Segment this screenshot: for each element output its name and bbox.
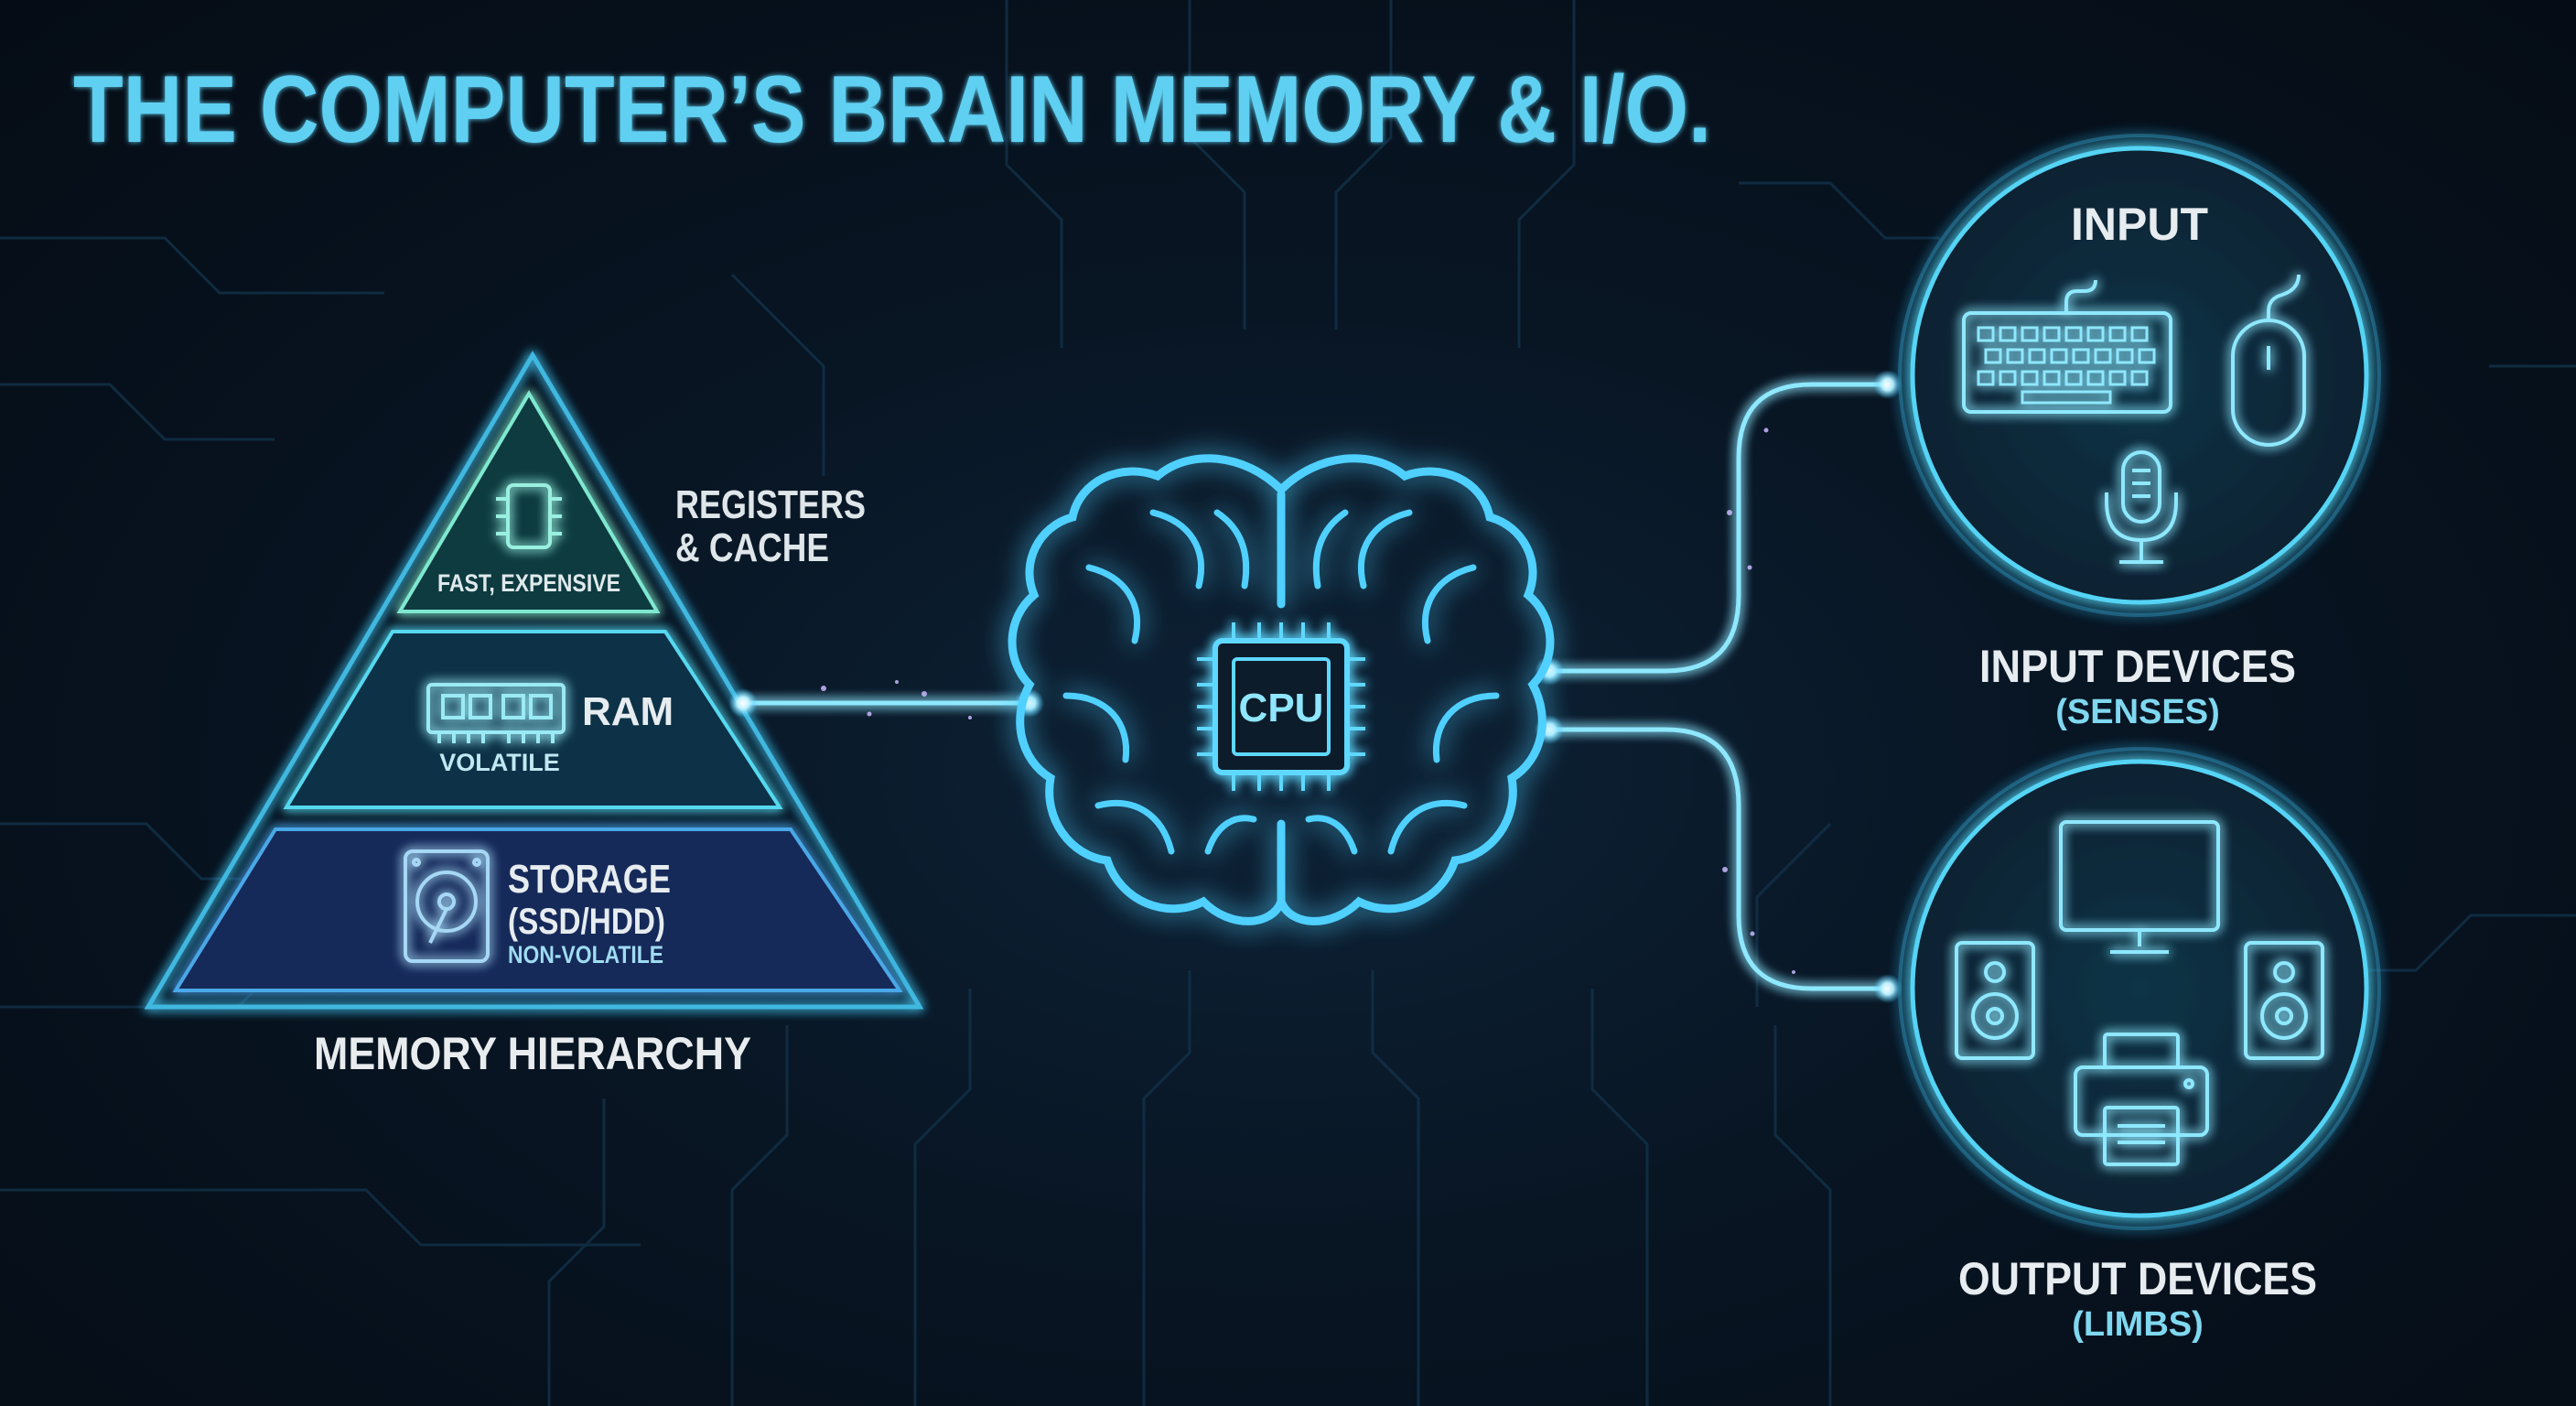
connectors — [743, 382, 1888, 991]
output-devices-subcaption: (LIMBS) — [2072, 1305, 2204, 1344]
registers-note: FAST, EXPENSIVE — [437, 569, 620, 597]
sparkles — [821, 427, 1795, 974]
cpu-label: CPU — [1239, 686, 1324, 730]
endpoint-dot — [1873, 370, 1902, 399]
storage-label-line1: STORAGE — [508, 857, 671, 902]
output-circle — [1898, 747, 2381, 1230]
ram-icon — [426, 683, 566, 743]
cpu-input-link — [1549, 382, 1888, 674]
registers-label-line2: & CACHE — [675, 525, 829, 570]
brain-icon — [1008, 454, 1555, 925]
input-heading: INPUT — [2071, 199, 2208, 250]
speaker-icon — [1955, 941, 2035, 1060]
pyramid-outline — [144, 351, 924, 1010]
input-devices-subcaption: (SENSES) — [2055, 693, 2219, 731]
mouse-icon — [2231, 274, 2306, 447]
storage-note: NON-VOLATILE — [508, 941, 663, 968]
registers-label-line1: REGISTERS — [675, 482, 866, 527]
input-devices-caption: INPUT DEVICES — [1979, 641, 2296, 692]
monitor-icon — [2059, 820, 2220, 954]
cpu-output-link — [1549, 727, 1888, 991]
storage-label-line2: (SSD/HDD) — [508, 902, 665, 942]
memory-pyramid: FAST, EXPENSIVE REGISTERS & CACHE RAM VO… — [144, 351, 924, 1079]
hard-drive-icon — [404, 849, 490, 963]
output-devices-caption: OUTPUT DEVICES — [1958, 1253, 2317, 1304]
memory-hierarchy-caption: MEMORY HIERARCHY — [314, 1028, 751, 1079]
endpoint-dot — [728, 688, 758, 718]
speaker-icon — [2244, 941, 2324, 1060]
chip-icon — [496, 483, 562, 549]
input-circle — [1898, 134, 2381, 617]
ram-note: VOLATILE — [439, 749, 560, 776]
ram-label: RAM — [582, 689, 674, 734]
printer-icon — [2074, 1033, 2209, 1166]
microphone-icon — [2105, 450, 2178, 564]
page-title: THE COMPUTER’S BRAIN MEMORY & I/O. — [73, 57, 1711, 163]
pyramid-tier-storage — [172, 827, 903, 992]
keyboard-icon — [1962, 279, 2172, 414]
endpoint-dot — [1873, 974, 1902, 1003]
cpu-chip-core — [1232, 657, 1331, 756]
pyramid-tier-registers — [396, 390, 661, 613]
cpu-chip — [1197, 622, 1365, 791]
